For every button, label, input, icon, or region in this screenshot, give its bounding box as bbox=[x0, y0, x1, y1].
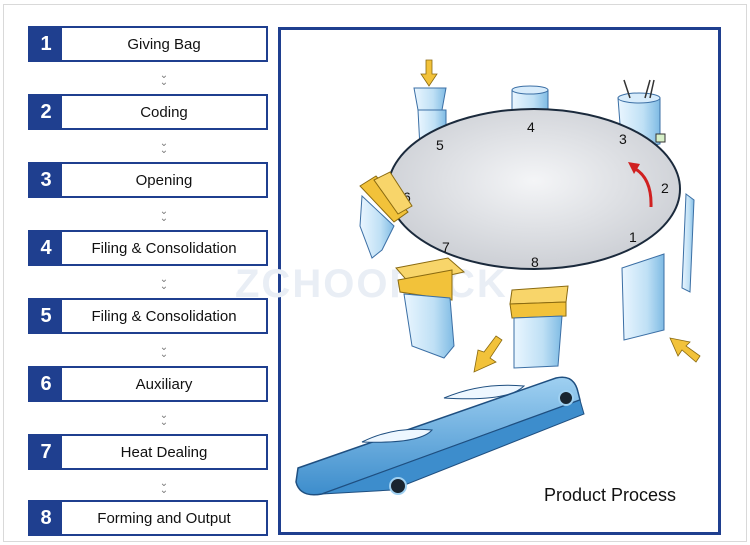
step-number: 2 bbox=[30, 96, 62, 128]
station-number-3: 3 bbox=[619, 131, 627, 147]
diagram-caption: Product Process bbox=[544, 485, 677, 505]
step-number: 8 bbox=[30, 502, 62, 534]
step-number: 1 bbox=[30, 28, 62, 60]
step-label: Coding bbox=[140, 103, 188, 121]
rotation-arrowhead-icon bbox=[628, 162, 640, 174]
chevron-down-icon: ⌄⌄ bbox=[159, 138, 169, 156]
step-2: 2 Coding bbox=[28, 94, 268, 130]
bag-station-2 bbox=[681, 193, 695, 293]
step-6: 6 Auxiliary bbox=[28, 366, 268, 402]
output-arrow-icon bbox=[473, 335, 503, 373]
chevron-down-icon: ⌄⌄ bbox=[159, 206, 169, 224]
gripper-station-7 bbox=[395, 257, 466, 359]
rotation-arrow-icon bbox=[633, 166, 653, 208]
step-label: Auxiliary bbox=[135, 375, 193, 393]
step-7: 7 Heat Dealing bbox=[28, 434, 268, 470]
station-number-8: 8 bbox=[531, 254, 539, 270]
chevron-down-icon: ⌄⌄ bbox=[159, 478, 169, 496]
step-3: 3 Opening bbox=[28, 162, 268, 198]
chevron-down-icon: ⌄⌄ bbox=[159, 342, 169, 360]
step-label: Heat Dealing bbox=[120, 443, 208, 461]
step-4: 4 Filing & Consolidation bbox=[28, 230, 268, 266]
chevron-down-icon: ⌄⌄ bbox=[159, 70, 169, 88]
bag-station-1 bbox=[621, 253, 665, 341]
bag-feed-arrow-icon bbox=[669, 337, 701, 363]
chevron-down-icon: ⌄⌄ bbox=[159, 274, 169, 292]
station-number-7: 7 bbox=[442, 239, 450, 255]
step-label: Giving Bag bbox=[127, 35, 201, 53]
step-label: Forming and Output bbox=[97, 509, 231, 527]
station-number-1: 1 bbox=[629, 229, 637, 245]
station-number-6: 6 bbox=[403, 189, 411, 205]
step-1: 1 Giving Bag bbox=[28, 26, 268, 62]
station-number-2: 2 bbox=[661, 180, 669, 196]
input-arrow-top-icon bbox=[420, 59, 438, 87]
gripper-station-8 bbox=[509, 285, 569, 369]
step-number: 4 bbox=[30, 232, 62, 264]
step-number: 6 bbox=[30, 368, 62, 400]
step-label: Filing & Consolidation bbox=[91, 239, 237, 257]
gripper-station-6 bbox=[359, 171, 413, 259]
station-number-4: 4 bbox=[527, 119, 535, 135]
step-8: 8 Forming and Output bbox=[28, 500, 268, 536]
step-5: 5 Filing & Consolidation bbox=[28, 298, 268, 334]
step-number: 7 bbox=[30, 436, 62, 468]
chevron-down-icon: ⌄⌄ bbox=[159, 410, 169, 428]
station-number-5: 5 bbox=[436, 137, 444, 153]
step-number: 5 bbox=[30, 300, 62, 332]
step-label: Opening bbox=[135, 171, 193, 189]
step-label: Filing & Consolidation bbox=[91, 307, 237, 325]
output-conveyor bbox=[295, 376, 585, 496]
step-number: 3 bbox=[30, 164, 62, 196]
outer-frame bbox=[3, 4, 747, 542]
